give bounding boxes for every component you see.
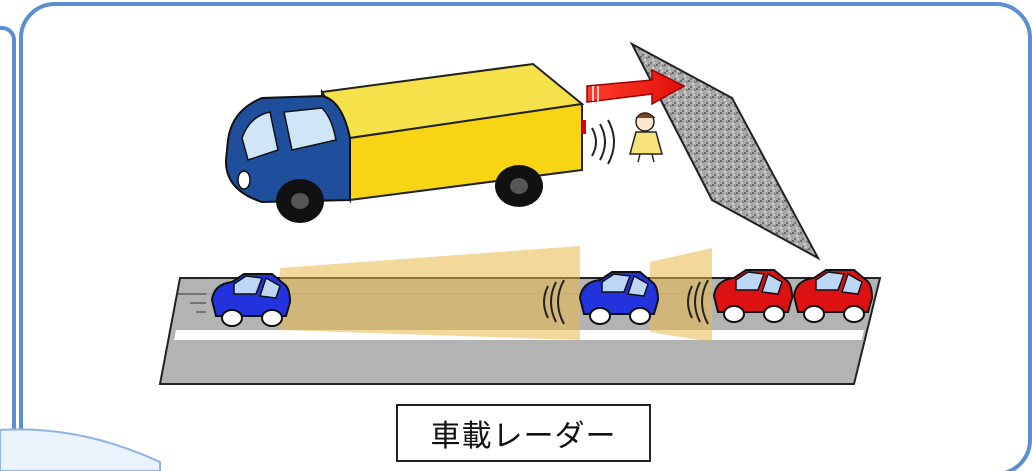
wall-icon bbox=[629, 41, 821, 261]
truck-icon bbox=[224, 62, 586, 223]
car-icon bbox=[210, 273, 292, 327]
radar-wave-icon bbox=[591, 119, 615, 165]
radar-beam bbox=[280, 246, 712, 342]
radar-wave-icon bbox=[687, 279, 709, 325]
car-icon bbox=[792, 269, 874, 323]
car-icon bbox=[712, 269, 794, 323]
caption-text: 車載レーダー bbox=[430, 419, 617, 454]
car-icon bbox=[578, 271, 660, 325]
corner-bubble bbox=[0, 428, 161, 471]
side-panel-border bbox=[0, 26, 16, 471]
radar-wave-icon bbox=[543, 279, 565, 325]
child-icon bbox=[629, 112, 663, 163]
caption-box: 車載レーダー bbox=[396, 404, 651, 462]
arrow-icon bbox=[586, 68, 686, 106]
sensor-marking bbox=[176, 293, 206, 313]
